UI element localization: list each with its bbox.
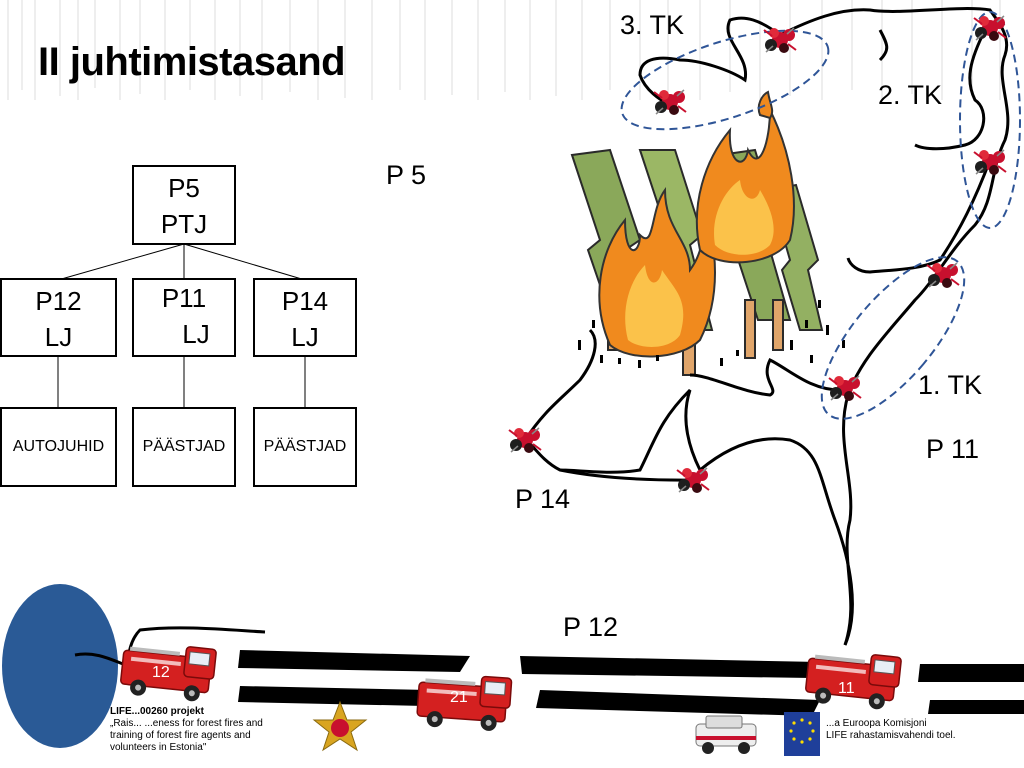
truck-12-number: 12 xyxy=(152,664,170,681)
jeep-logo xyxy=(695,715,757,754)
footer-project-desc-3: volunteers in Estonia" xyxy=(110,742,207,753)
label-1tk: 1. TK xyxy=(918,370,983,400)
footer-project-line: LIFE...00260 projekt xyxy=(110,706,204,717)
ground-dots xyxy=(578,300,845,368)
org-box-p11-lj: P11 LJ xyxy=(132,278,236,357)
fire-flames xyxy=(598,90,795,358)
team-ellipses xyxy=(620,11,1021,420)
org-box-paastjad-2: PÄÄSTJAD xyxy=(253,407,357,487)
org-box-line1: P5 xyxy=(168,173,200,203)
org-box-line1: P12 xyxy=(35,286,82,316)
org-box-p5-ptj: P5 PTJ xyxy=(132,165,236,245)
org-box-paastjad-1: PÄÄSTJAD xyxy=(132,407,236,487)
truck-11-number: 11 xyxy=(838,680,855,697)
team-ellipse-3tk xyxy=(620,29,830,131)
eu-flag-logo xyxy=(784,712,820,756)
label-3tk: 3. TK xyxy=(620,10,685,40)
label-p5: P 5 xyxy=(386,160,427,190)
label-p14: P 14 xyxy=(515,484,571,514)
label-2tk: 2. TK xyxy=(878,80,943,110)
org-box-line1: P14 xyxy=(281,286,329,316)
truck-21-number: 21 xyxy=(450,689,468,706)
header-stripe-background xyxy=(7,0,1001,100)
footer-eu-line-2: LIFE rahastamisvahendi toel. xyxy=(826,730,956,741)
footer-eu-line-1: ...a Euroopa Komisjoni xyxy=(826,718,927,729)
org-box-line1: P11 xyxy=(161,283,207,313)
label-p11: P 11 xyxy=(926,434,980,464)
footer-project-desc-1: „Rais... ...eness for forest fires and xyxy=(110,718,263,729)
org-box-autojuhid: AUTOJUHID xyxy=(0,407,117,487)
label-p12: P 12 xyxy=(563,612,619,642)
team-ellipse-1tk xyxy=(820,256,966,420)
org-box-p14-lj: P14 LJ xyxy=(253,278,357,357)
footer-project-desc-2: training of forest fire agents and xyxy=(110,730,251,741)
slide-title: II juhtimistasand xyxy=(38,40,346,84)
road-stripes xyxy=(238,650,1024,716)
blue-disk xyxy=(2,584,118,748)
org-box-p12-lj: P12 LJ xyxy=(0,278,117,357)
org-box-line2: LJ xyxy=(44,322,73,352)
footer-project-text: LIFE...00260 projekt „Rais... ...eness f… xyxy=(110,706,310,754)
movement-paths xyxy=(74,7,1010,681)
org-box-line2: LJ xyxy=(182,319,210,349)
footer-eu-text: ...a Euroopa Komisjoni LIFE rahastamisva… xyxy=(826,718,1016,742)
rescue-badge-logo xyxy=(312,700,368,752)
org-box-line2: PTJ xyxy=(160,209,208,239)
team-ellipse-2tk xyxy=(959,11,1021,229)
org-box-line2: LJ xyxy=(291,322,319,352)
